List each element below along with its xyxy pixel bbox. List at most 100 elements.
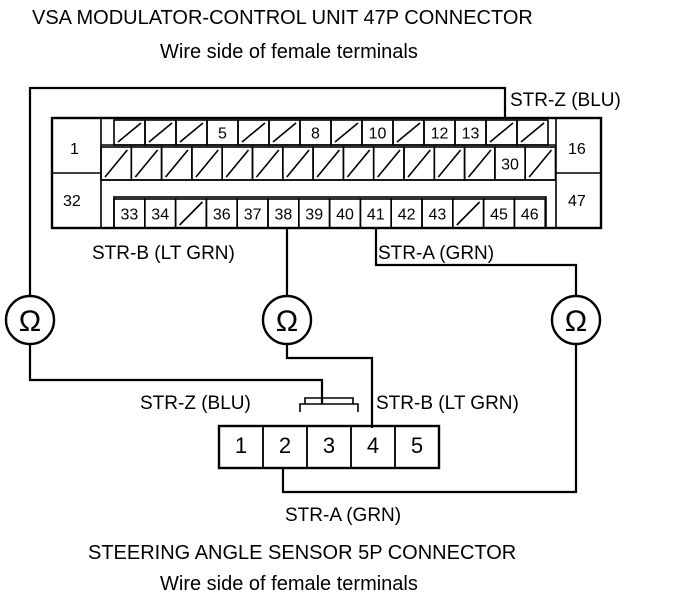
pin-38-label: 38 bbox=[275, 207, 293, 224]
pin-42: 42 bbox=[390, 198, 423, 229]
ohmmeter-1: Ω bbox=[4, 294, 56, 346]
sensor-pin-4-label: 4 bbox=[367, 433, 379, 458]
pin-30: 30 bbox=[494, 146, 526, 181]
pin-41: 41 bbox=[359, 198, 392, 229]
pin-16-label: 16 bbox=[568, 141, 586, 158]
sensor-pin-2-label: 2 bbox=[279, 433, 291, 458]
pin-24 bbox=[312, 146, 345, 181]
sensor-pin-3: 3 bbox=[306, 425, 352, 469]
pin-8-label: 8 bbox=[311, 126, 320, 143]
pin-23 bbox=[281, 146, 314, 181]
pin-45-label: 45 bbox=[490, 207, 508, 224]
sensor-pin-5-label: 5 bbox=[411, 433, 423, 458]
connector-5p-pins: 1 2 3 4 5 bbox=[218, 425, 440, 469]
pin-5: 5 bbox=[206, 119, 239, 146]
pin-19 bbox=[160, 146, 193, 181]
label-str-a-bottom: STR-A (GRN) bbox=[285, 505, 401, 526]
pin-5-label: 5 bbox=[218, 126, 227, 143]
pin-8: 8 bbox=[299, 119, 332, 146]
pin-44 bbox=[451, 198, 485, 229]
sensor-pin-3-label: 3 bbox=[323, 433, 335, 458]
pin-20 bbox=[191, 146, 223, 181]
pin-13-label: 13 bbox=[462, 126, 480, 143]
label-str-b-top: STR-B (LT GRN) bbox=[92, 243, 235, 264]
pin-13: 13 bbox=[454, 119, 487, 146]
pin-22 bbox=[251, 146, 284, 181]
pin-12-label: 12 bbox=[431, 126, 449, 143]
pin-31 bbox=[524, 146, 557, 181]
pin-6 bbox=[237, 119, 270, 146]
ohmmeter-3: Ω bbox=[550, 294, 602, 346]
pin-41-label: 41 bbox=[367, 207, 385, 224]
connector-5p: 1 2 3 4 5 bbox=[217, 397, 441, 470]
pin-29 bbox=[463, 146, 496, 181]
pin-9 bbox=[330, 119, 363, 146]
pin-28 bbox=[433, 146, 466, 181]
pin-26 bbox=[372, 146, 405, 181]
pin-14 bbox=[485, 119, 518, 146]
pin-18 bbox=[130, 146, 163, 181]
pin-43: 43 bbox=[421, 198, 454, 229]
wire-str-a-lower bbox=[281, 344, 578, 494]
pin-30-label: 30 bbox=[501, 157, 519, 174]
pin-35 bbox=[174, 198, 208, 229]
connector-5p-latch bbox=[299, 397, 359, 412]
sensor-pin-1-label: 1 bbox=[235, 433, 247, 458]
label-str-z-top: STR-Z (BLU) bbox=[510, 90, 621, 111]
pin-39: 39 bbox=[297, 198, 331, 229]
pin-21 bbox=[221, 146, 254, 181]
pin-37: 37 bbox=[236, 198, 269, 229]
pin-3 bbox=[144, 119, 177, 146]
pin-32-label: 32 bbox=[63, 193, 81, 210]
wire-str-b-lower bbox=[285, 344, 374, 428]
row3-cells: 33 34 36 37 38 39 40 41 42 43 45 46 bbox=[113, 198, 547, 229]
pin-45: 45 bbox=[482, 198, 516, 229]
sensor-pin-5: 5 bbox=[394, 425, 440, 469]
label-str-z-bottom: STR-Z (BLU) bbox=[140, 393, 251, 414]
ohmmeter-2: Ω bbox=[261, 294, 313, 346]
label-str-a-top: STR-A (GRN) bbox=[378, 243, 494, 264]
bottom-connector-subtitle: Wire side of female terminals bbox=[160, 573, 418, 595]
label-str-b-bottom: STR-B (LT GRN) bbox=[376, 393, 519, 414]
pin-39-label: 39 bbox=[305, 207, 323, 224]
wire-str-z bbox=[28, 86, 507, 296]
pin-46-label: 46 bbox=[521, 207, 539, 224]
pin-11 bbox=[392, 119, 425, 146]
pin-15 bbox=[516, 119, 549, 146]
pin-40-label: 40 bbox=[336, 207, 354, 224]
pin-46: 46 bbox=[513, 198, 547, 229]
pin-34-label: 34 bbox=[151, 207, 169, 224]
pin-33: 33 bbox=[113, 198, 146, 229]
pin-38: 38 bbox=[267, 198, 300, 229]
pin-36-label: 36 bbox=[213, 207, 231, 224]
pin-12: 12 bbox=[423, 119, 456, 146]
pin-37-label: 37 bbox=[244, 207, 262, 224]
pin-25 bbox=[342, 146, 375, 181]
pin-7 bbox=[268, 119, 301, 146]
pin-10: 10 bbox=[361, 119, 394, 146]
row1-cells: 5 8 10 12 13 bbox=[113, 119, 549, 146]
top-connector-title: VSA MODULATOR-CONTROL UNIT 47P CONNECTOR bbox=[32, 7, 533, 29]
top-connector-subtitle: Wire side of female terminals bbox=[160, 41, 418, 63]
pin-42-label: 42 bbox=[398, 207, 416, 224]
pin-27 bbox=[403, 146, 436, 181]
ohmmeter-icon: Ω bbox=[565, 305, 587, 338]
ohmmeter-icon: Ω bbox=[276, 305, 298, 338]
wire-str-z-lower bbox=[28, 344, 324, 404]
bottom-connector-title: STEERING ANGLE SENSOR 5P CONNECTOR bbox=[88, 542, 516, 564]
sensor-pin-2: 2 bbox=[262, 425, 308, 469]
pin-4 bbox=[175, 119, 208, 146]
pin-2 bbox=[113, 119, 146, 146]
pin-40: 40 bbox=[328, 198, 362, 229]
pin-36: 36 bbox=[205, 198, 238, 229]
row2-cells: 30 bbox=[100, 146, 557, 181]
pin-47-label: 47 bbox=[568, 193, 586, 210]
pin-33-label: 33 bbox=[121, 207, 139, 224]
ohmmeter-icon: Ω bbox=[19, 305, 41, 338]
sensor-pin-1: 1 bbox=[218, 425, 264, 469]
pin-34: 34 bbox=[144, 198, 177, 229]
pin-43-label: 43 bbox=[429, 207, 447, 224]
sensor-pin-4: 4 bbox=[350, 425, 396, 469]
